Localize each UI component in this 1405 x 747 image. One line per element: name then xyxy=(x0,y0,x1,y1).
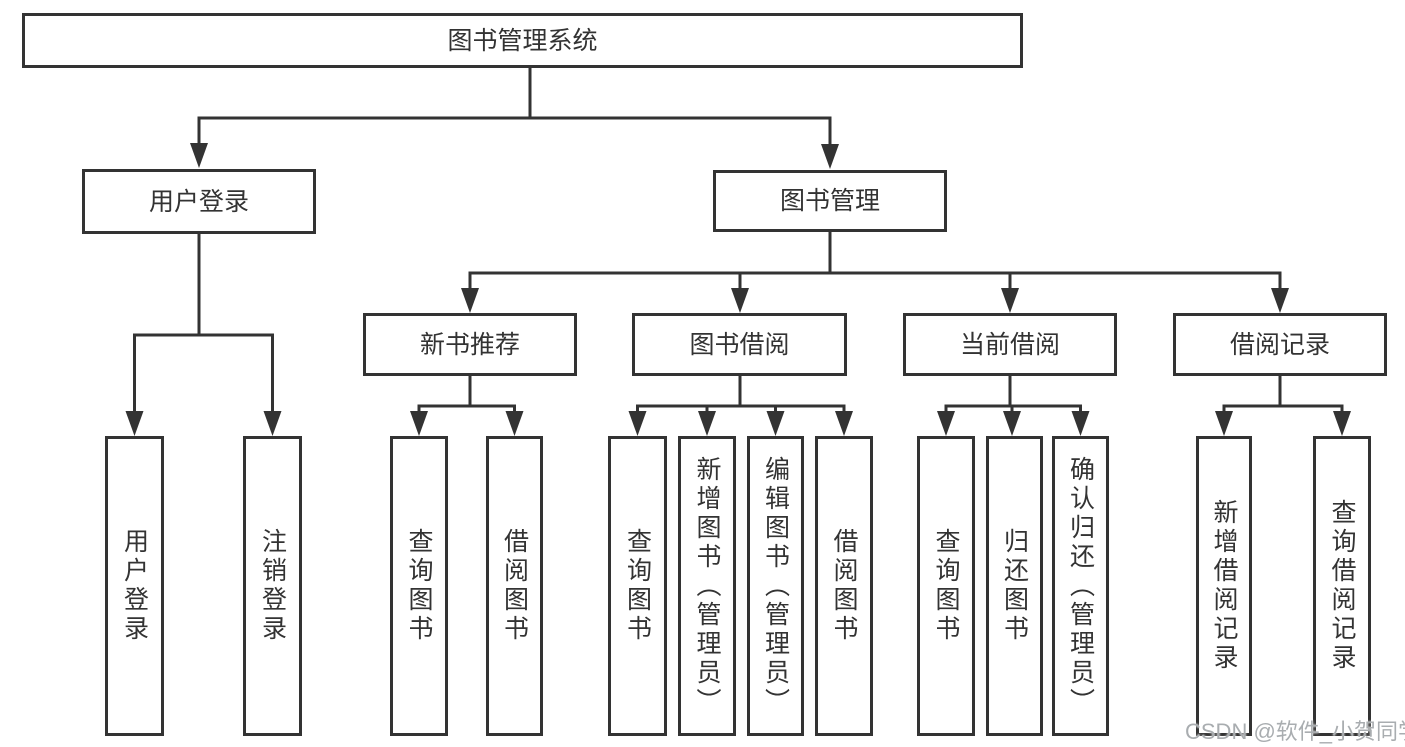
connector-new-book-fork xyxy=(410,376,524,436)
leaf-borrow-books: 借阅图书 xyxy=(815,436,873,736)
leaf-query-borrow-record: 查询借阅记录 xyxy=(1313,436,1371,736)
connector-current-borrow-fork xyxy=(937,376,1090,436)
leaf-borrow-books-recommend: 借阅图书 xyxy=(486,436,543,736)
leaf-add-books-admin: 新增图书（管理员） xyxy=(678,436,736,736)
leaf-logout: 注销登录 xyxy=(243,436,302,736)
leaf-return-books: 归还图书 xyxy=(986,436,1043,736)
leaf-query-books-current: 查询图书 xyxy=(917,436,975,736)
leaf-edit-books-admin: 编辑图书（管理员） xyxy=(747,436,804,736)
node-new-book-recommend: 新书推荐 xyxy=(363,313,577,376)
connector-root-to-level2 xyxy=(190,68,839,169)
leaf-add-borrow-record: 新增借阅记录 xyxy=(1196,436,1252,736)
csdn-watermark: CSDN @软件_小贺同学 xyxy=(1185,719,1405,744)
leaf-query-books-recommend: 查询图书 xyxy=(390,436,448,736)
node-root-library-system: 图书管理系统 xyxy=(22,13,1023,68)
node-book-borrow: 图书借阅 xyxy=(632,313,847,376)
node-user-login: 用户登录 xyxy=(82,169,316,234)
leaf-query-books-borrow: 查询图书 xyxy=(608,436,667,736)
connector-user-login-fork xyxy=(125,234,282,436)
leaf-user-login: 用户登录 xyxy=(105,436,164,736)
node-book-management: 图书管理 xyxy=(713,170,947,232)
connector-borrow-record-fork xyxy=(1215,376,1351,436)
node-current-borrow: 当前借阅 xyxy=(903,313,1117,376)
connector-book-mgmt-fork xyxy=(461,232,1289,313)
connector-book-borrow-fork xyxy=(628,376,853,436)
node-borrow-record: 借阅记录 xyxy=(1173,313,1387,376)
leaf-confirm-return-admin: 确认归还（管理员） xyxy=(1052,436,1109,736)
